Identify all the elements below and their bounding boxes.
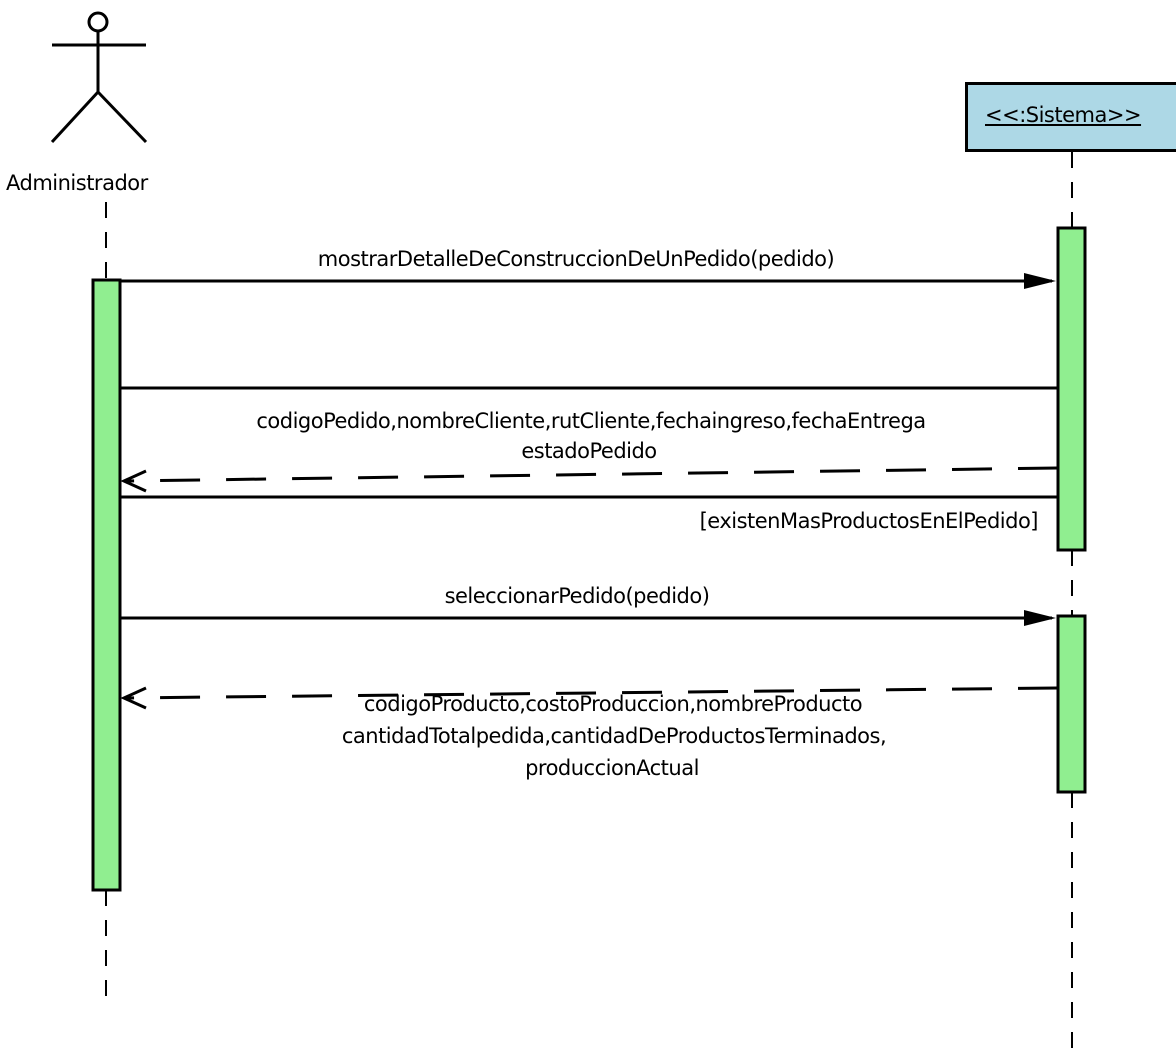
return-label-2-line-3: produccionActual — [525, 756, 699, 780]
message-arrowhead-2 — [1024, 610, 1056, 626]
return-arrowhead-2 — [120, 686, 147, 710]
return-label-2-line-2: cantidadTotalpedida,cantidadDeProductosT… — [341, 724, 887, 748]
system-name: <<:Sistema>> — [985, 103, 1142, 127]
message-label-2: seleccionarPedido(pedido) — [444, 584, 710, 608]
return-label-2-line-1: codigoProducto,costoProduccion,nombrePro… — [363, 692, 863, 716]
return-label-1-line-1: codigoPedido,nombreCliente,rutCliente,fe… — [256, 409, 926, 433]
return-arrow-1 — [123, 466, 1059, 483]
system-activation-bar-2 — [1056, 614, 1087, 794]
system-lifeline-header — [965, 82, 1176, 152]
actor-figure — [50, 11, 148, 144]
message-arrowhead-1 — [1024, 273, 1056, 289]
actor-name: Administrador — [6, 171, 148, 195]
return-arrow-2 — [123, 686, 1059, 700]
return-arrowhead-1 — [120, 469, 147, 493]
return-label-1-line-2: estadoPedido — [521, 439, 657, 463]
actor-left-leg — [50, 90, 100, 144]
actor-head — [87, 11, 109, 33]
system-activation-bar-1 — [1056, 226, 1087, 552]
actor-right-leg — [96, 90, 148, 144]
loop-guard-label: [existenMasProductosEnElPedido] — [699, 509, 1039, 533]
actor-activation-bar — [91, 278, 122, 892]
message-label-1: mostrarDetalleDeConstruccionDeUnPedido(p… — [317, 247, 835, 271]
